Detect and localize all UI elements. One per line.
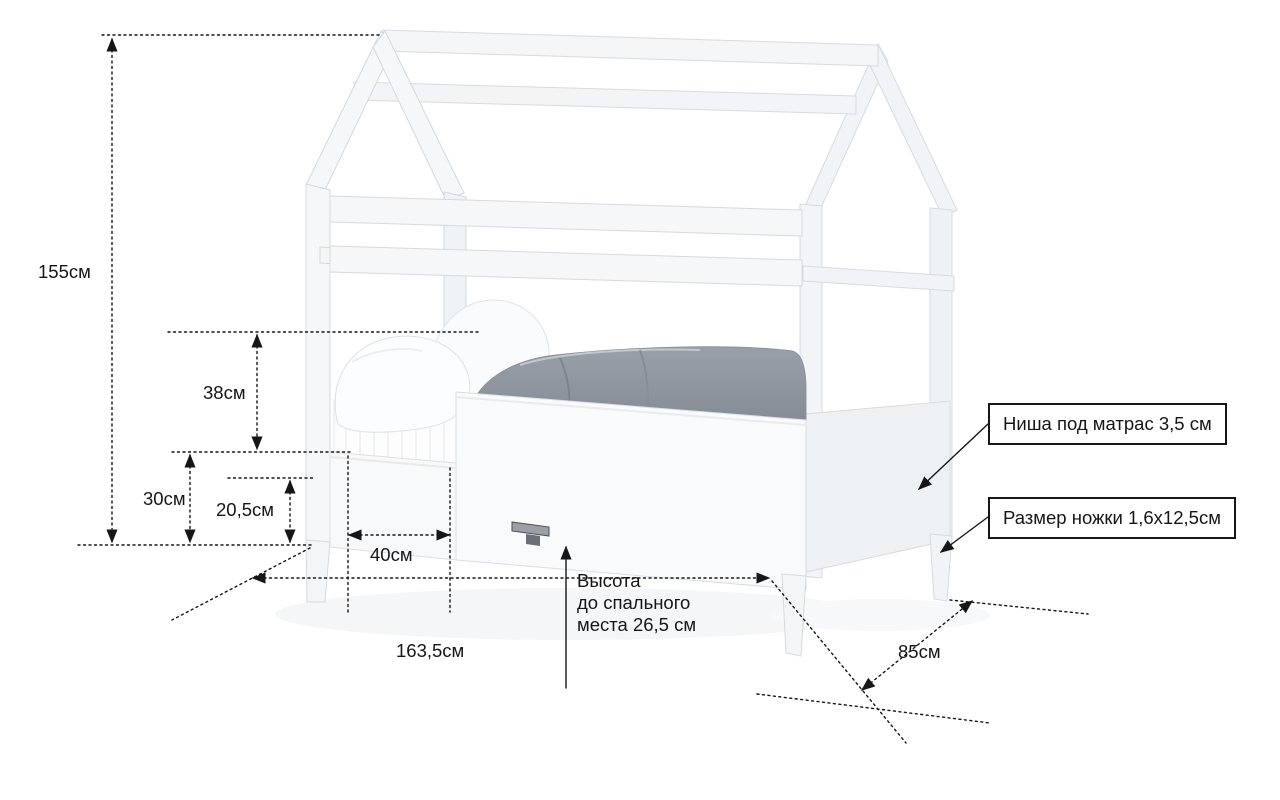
sleep-height-note-line3: места 26,5 см [577, 614, 697, 635]
dim-width-85 [860, 599, 1089, 691]
front-right-leg [781, 573, 807, 657]
sleep-height-note: Высота до спального места 26,5 см [577, 570, 696, 636]
callout-leg-size: Размер ножки 1,6x12,5см [988, 497, 1236, 539]
floor-projection-lines [756, 580, 991, 744]
dim-under-rail-205 [227, 477, 317, 544]
dim-total-height-155 [77, 34, 383, 546]
label-length: 163,5см [396, 640, 465, 661]
far-gable-crossbar [802, 265, 955, 292]
near-gable-right-rafter [372, 30, 465, 201]
label-opening-width: 40см [370, 544, 413, 565]
callout-arrows [917, 423, 989, 553]
bed-end-panel [805, 400, 951, 573]
far-gable-right-rafter [867, 42, 958, 218]
front-left-leg [305, 539, 331, 603]
upper-rail-2 [329, 245, 803, 287]
label-under-rail-height: 20,5см [216, 499, 274, 520]
sleep-height-note-line2: до спального [577, 592, 691, 613]
sleep-height-note-line1: Высота [577, 570, 641, 591]
dim-opening-width-40 [347, 455, 451, 613]
leg-callout-arrow [939, 516, 989, 553]
upper-side-rails [329, 195, 803, 287]
center-support-bracket [511, 521, 550, 546]
pillow-front [334, 335, 471, 433]
label-width: 85см [898, 641, 941, 662]
niche-callout-arrow [917, 423, 989, 490]
label-guard-height: 38см [203, 382, 246, 403]
roof-purlin [353, 81, 857, 115]
upper-rail-1 [329, 195, 803, 237]
roof-beams [353, 29, 879, 115]
ridge-beam [382, 29, 879, 67]
front-left-post [305, 183, 331, 547]
label-total-height: 155см [38, 261, 91, 282]
back-right-leg [929, 533, 953, 602]
label-base-height: 30см [143, 488, 186, 509]
dim-length-1635 [171, 547, 771, 621]
callout-mattress-niche: Ниша под матрас 3,5 см [988, 403, 1227, 445]
dim-guard-height-38 [167, 331, 481, 453]
